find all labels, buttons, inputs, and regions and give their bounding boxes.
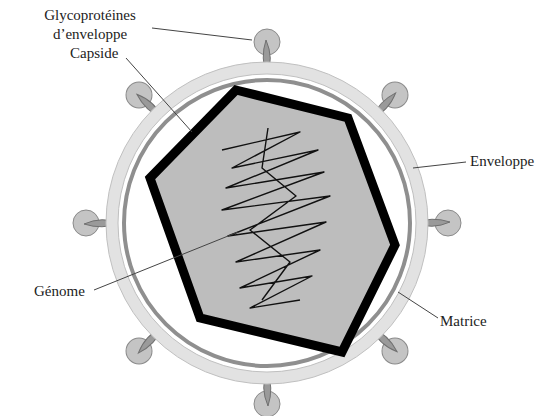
part-label: Glycoprotéines d’enveloppe <box>30 6 150 44</box>
leader-lines <box>94 28 466 318</box>
leader-line <box>413 162 466 168</box>
leader-line <box>152 28 252 40</box>
leader-line <box>126 58 192 132</box>
genome-strand <box>222 128 330 308</box>
part-label: Capside <box>70 44 118 63</box>
envelope-ring <box>106 62 428 384</box>
capsid-hexagon <box>150 90 395 352</box>
leader-line <box>94 232 238 290</box>
matrix-ring <box>124 80 410 366</box>
part-label: Génome <box>34 282 85 301</box>
part-label: Enveloppe <box>470 152 534 171</box>
part-label: Matrice <box>440 312 487 331</box>
glycoprotein-spikes <box>73 29 461 416</box>
leader-line <box>398 292 438 318</box>
